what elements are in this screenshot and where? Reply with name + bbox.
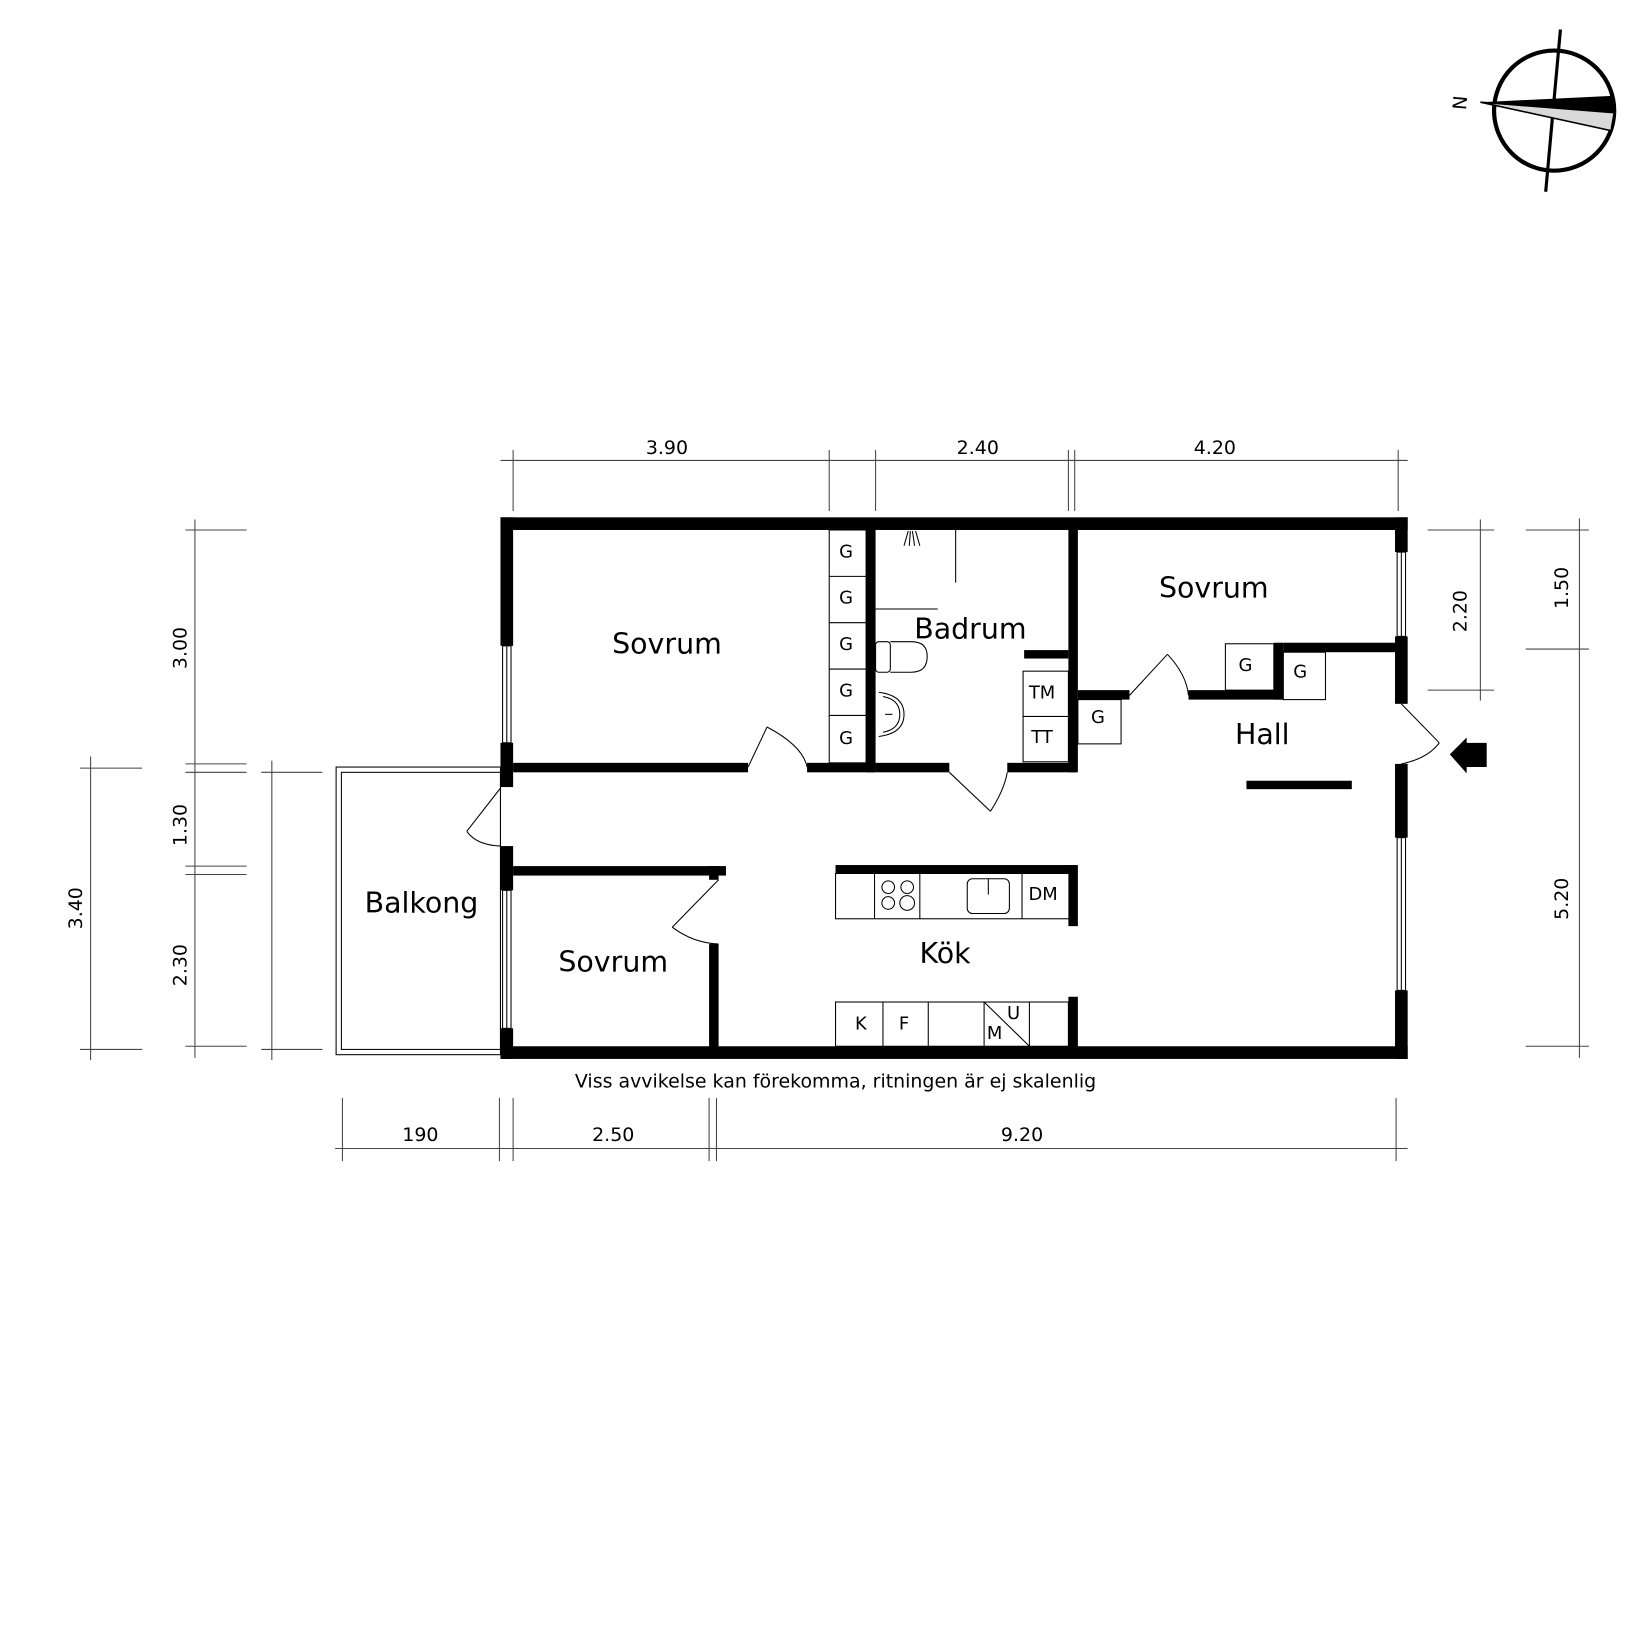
wardrobe-label: G	[1091, 707, 1105, 728]
dimension-label: 2.30	[169, 944, 191, 986]
washing-machine-label: TM	[1028, 683, 1055, 704]
room-label-sovrum-top-left: Sovrum	[612, 627, 722, 660]
dimension-label: 9.20	[1001, 1124, 1043, 1146]
room-label-hall: Hall	[1235, 718, 1290, 751]
bathroom-fixtures: TM TT	[875, 529, 1069, 763]
room-labels: Sovrum Badrum Sovrum Hall Balkong Sovrum…	[365, 571, 1290, 978]
dishwasher-label: DM	[1028, 884, 1057, 905]
dimensions-right: 2.20 1.50 5.20	[1427, 518, 1589, 1058]
wardrobe-label: G	[839, 728, 853, 749]
room-label-badrum: Badrum	[914, 613, 1026, 646]
kitchen-counter-upper: DM	[835, 872, 1077, 920]
windows	[502, 551, 1407, 1029]
doors	[466, 653, 1440, 945]
kitchen-sink-icon	[966, 878, 1010, 915]
room-label-balkong: Balkong	[365, 886, 479, 919]
toilet-icon	[875, 641, 928, 673]
scale-disclaimer-note: Viss avvikelse kan förekomma, ritningen …	[575, 1070, 1096, 1092]
stove-icon	[881, 880, 916, 911]
balcony-outline	[335, 766, 502, 1056]
oven-label: U	[1007, 1003, 1020, 1024]
dryer-label: TT	[1030, 727, 1053, 748]
dimension-label: 2.50	[592, 1124, 634, 1146]
dimension-label: 2.40	[957, 437, 999, 459]
wardrobe-label: G	[1238, 655, 1252, 676]
wardrobe-label: G	[839, 680, 853, 701]
room-label-kok: Kök	[920, 937, 972, 970]
north-arrow-compass-icon: N	[1449, 29, 1617, 192]
wardrobe-label: G	[839, 541, 853, 562]
dimension-label: 3.00	[169, 627, 191, 669]
dimension-label: 4.20	[1194, 437, 1236, 459]
wardrobe-label: G	[839, 588, 853, 609]
freezer-label: F	[899, 1013, 909, 1034]
dimensions-bottom: 190 2.50 9.20	[335, 1097, 1408, 1162]
entrance-arrow-icon	[1449, 737, 1487, 774]
room-label-sovrum-top-right: Sovrum	[1159, 571, 1269, 604]
hall-wardrobes: G G G	[1077, 643, 1327, 745]
compass-north-label: N	[1449, 95, 1472, 111]
shower-head-icon	[903, 530, 921, 546]
kitchen-counter-lower: K F M U	[835, 1001, 1069, 1047]
dimension-label: 3.40	[65, 887, 87, 929]
dimension-label: 3.90	[646, 437, 688, 459]
microwave-label: M	[987, 1023, 1002, 1044]
dimension-label: 1.30	[169, 804, 191, 846]
wardrobe-column: G G G G G	[828, 529, 867, 764]
wardrobe-label: G	[839, 634, 853, 655]
dimension-label: 1.50	[1551, 567, 1573, 609]
dimension-label: 5.20	[1551, 878, 1573, 920]
dimension-label: 190	[402, 1124, 438, 1146]
walls	[500, 517, 1408, 1059]
fridge-label: K	[855, 1013, 868, 1034]
dimensions-top: 3.90 2.40 4.20	[500, 437, 1408, 512]
wardrobe-label: G	[1293, 661, 1307, 682]
sink-icon	[878, 691, 905, 738]
dimension-label: 2.20	[1450, 590, 1472, 632]
dimensions-left: 3.40 3.00 1.30 2.30	[65, 519, 323, 1060]
room-label-sovrum-bottom-left: Sovrum	[558, 945, 668, 978]
